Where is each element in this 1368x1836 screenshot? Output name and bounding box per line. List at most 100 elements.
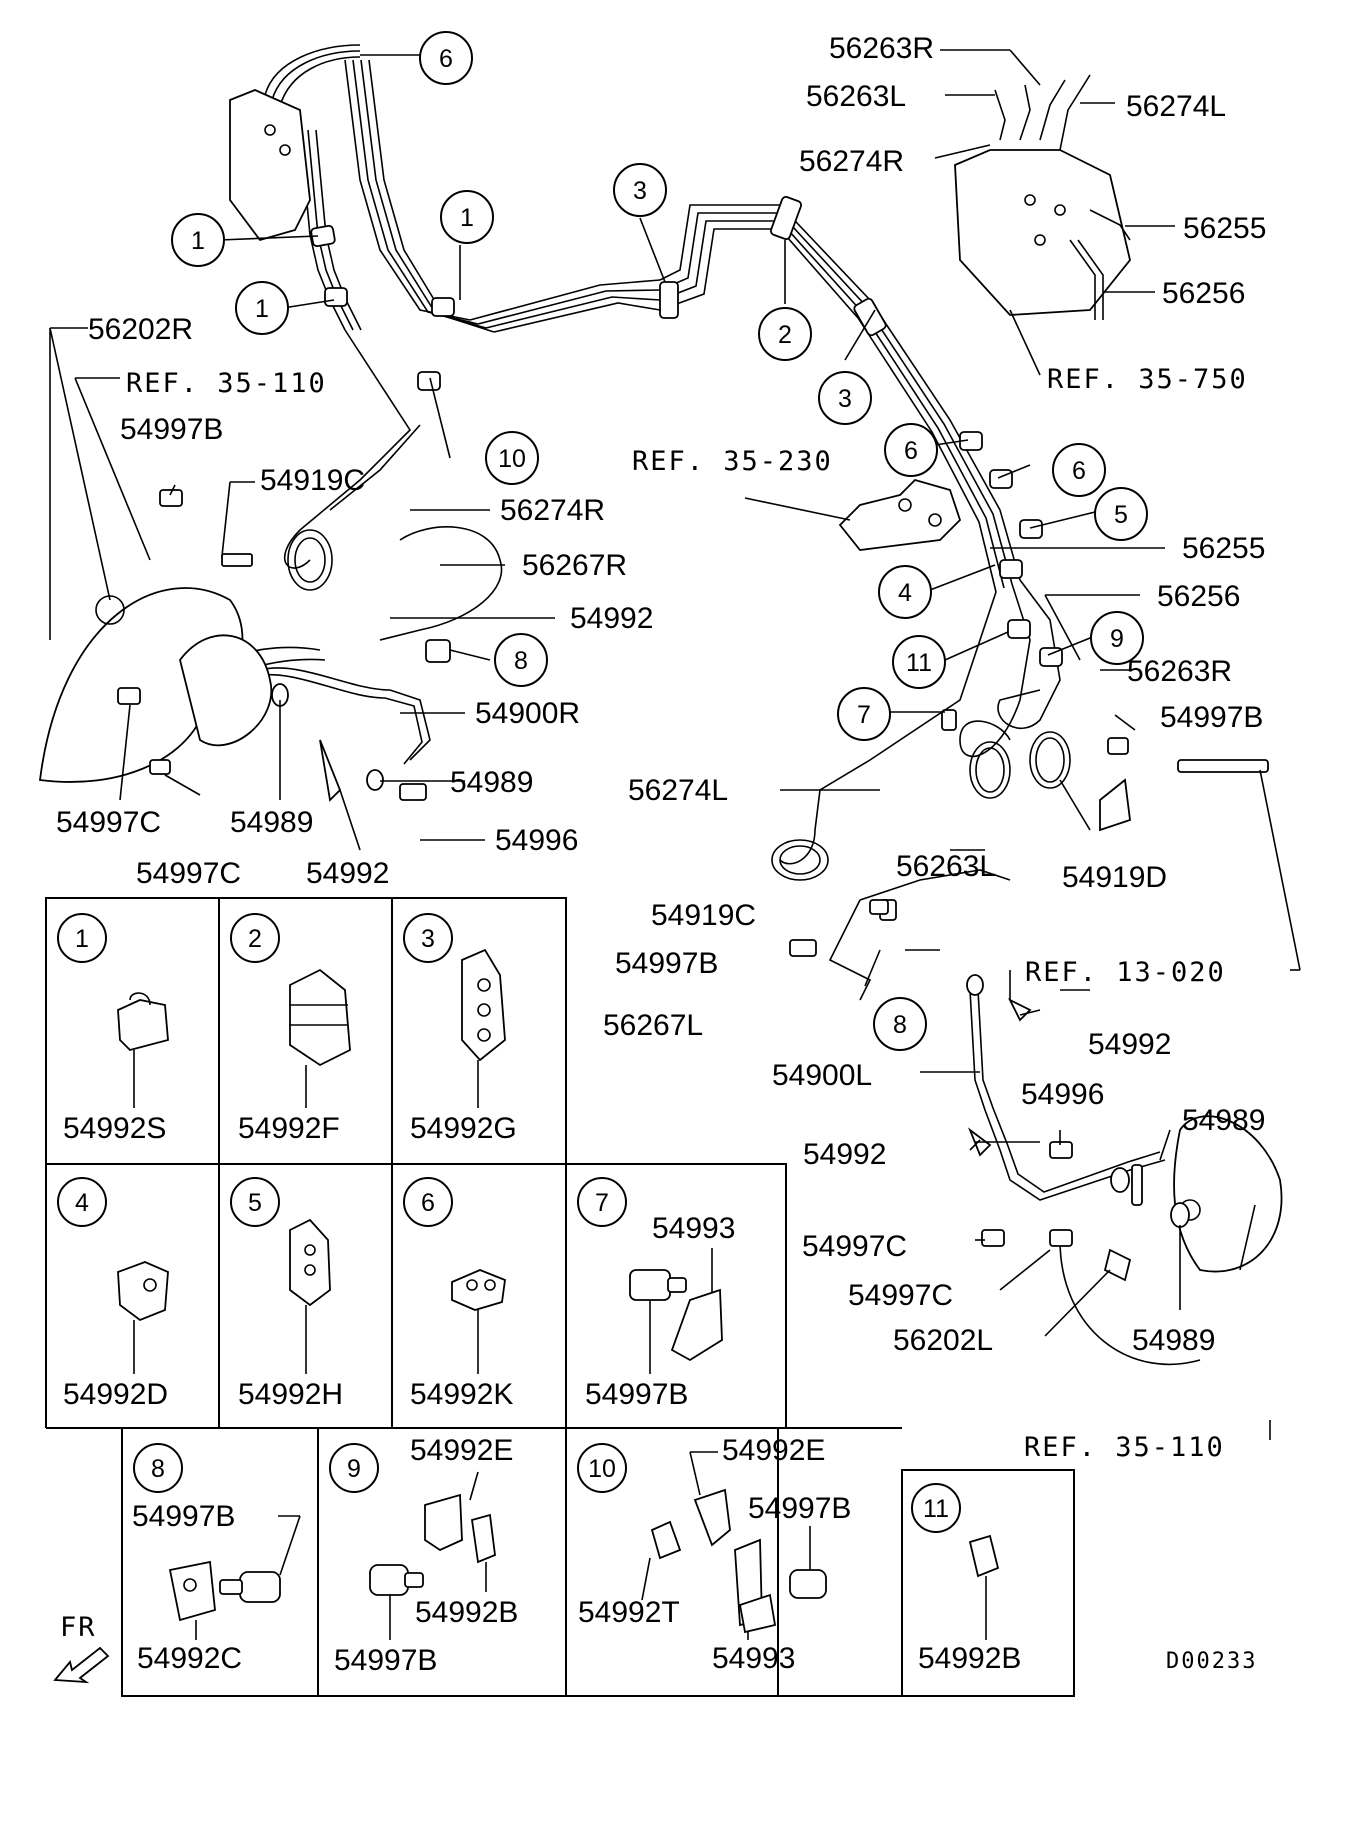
label-56255-top: 56255 bbox=[1183, 212, 1266, 245]
svg-text:4: 4 bbox=[75, 1189, 89, 1217]
label-56274L-mid: 56274L bbox=[628, 774, 728, 807]
label-54997B-left: 54997B bbox=[120, 413, 223, 446]
label-56256-mid: 56256 bbox=[1157, 580, 1240, 613]
legend-part-54997B-10: 54997B bbox=[748, 1492, 851, 1525]
legend-cell-2: 2 54992F bbox=[230, 913, 351, 1145]
label-54919C-left: 54919C bbox=[260, 464, 365, 497]
label-56263L-top: 56263L bbox=[806, 80, 906, 113]
label-56256-top: 56256 bbox=[1162, 277, 1245, 310]
legend-part-54992D: 54992D bbox=[63, 1378, 168, 1411]
pipe-coils bbox=[287, 529, 1071, 881]
svg-text:10: 10 bbox=[588, 1455, 616, 1483]
svg-text:7: 7 bbox=[595, 1189, 609, 1217]
label-54992-b: 54992 bbox=[306, 857, 389, 890]
legend-part-54997B-7: 54997B bbox=[585, 1378, 688, 1411]
legend-part-54992F: 54992F bbox=[238, 1112, 340, 1145]
svg-text:4: 4 bbox=[898, 579, 912, 607]
callout-10: 10 bbox=[485, 431, 539, 485]
callout-4: 4 bbox=[878, 565, 932, 619]
label-ref-35-110-bottom: REF. 35-110 bbox=[1024, 1432, 1225, 1463]
label-54900L: 54900L bbox=[772, 1059, 872, 1092]
label-54992-right: 54992 bbox=[1088, 1028, 1171, 1061]
front-direction-marker: FR bbox=[53, 1612, 110, 1684]
label-54992-mid: 54992 bbox=[570, 602, 653, 635]
svg-text:FR: FR bbox=[60, 1612, 97, 1643]
legend-cell-7: 7 54993 54997B bbox=[577, 1177, 735, 1411]
legend-part-54992S: 54992S bbox=[63, 1112, 166, 1145]
svg-text:6: 6 bbox=[439, 45, 453, 73]
label-ref-35-230: REF. 35-230 bbox=[632, 446, 833, 477]
callout-5: 5 bbox=[1094, 487, 1148, 541]
label-54989-b: 54989 bbox=[230, 806, 313, 839]
callout-2: 2 bbox=[758, 307, 812, 361]
legend-part-54992T: 54992T bbox=[578, 1596, 680, 1629]
svg-text:1: 1 bbox=[75, 925, 89, 953]
svg-text:8: 8 bbox=[514, 647, 528, 675]
svg-text:1: 1 bbox=[191, 227, 205, 255]
label-54919C-right: 54919C bbox=[651, 899, 756, 932]
leader-lines bbox=[49, 49, 1301, 1440]
svg-text:2: 2 bbox=[778, 321, 792, 349]
label-56274R-top: 56274R bbox=[799, 145, 904, 178]
legend-part-54997B-9: 54997B bbox=[334, 1644, 437, 1677]
brake-pipe-bundle bbox=[179, 44, 1166, 1201]
label-54997B-right: 54997B bbox=[1160, 701, 1263, 734]
label-54992-c: 54992 bbox=[803, 1138, 886, 1171]
label-56202R: 56202R bbox=[88, 313, 193, 346]
svg-text:9: 9 bbox=[1110, 625, 1124, 653]
svg-text:1: 1 bbox=[255, 295, 269, 323]
label-54996-left: 54996 bbox=[495, 824, 578, 857]
svg-text:6: 6 bbox=[1072, 457, 1086, 485]
label-54989-d: 54989 bbox=[1132, 1324, 1215, 1357]
legend-part-54992B-9: 54992B bbox=[415, 1596, 518, 1629]
label-54996-right: 54996 bbox=[1021, 1078, 1104, 1111]
legend-part-54997B-8: 54997B bbox=[132, 1500, 235, 1533]
label-56267R: 56267R bbox=[522, 549, 627, 582]
label-54919D: 54919D bbox=[1062, 861, 1167, 894]
label-56255-mid: 56255 bbox=[1182, 532, 1265, 565]
legend-cell-3: 3 54992G bbox=[403, 913, 517, 1145]
callout-6-top: 6 bbox=[419, 31, 473, 85]
callout-9: 9 bbox=[1090, 611, 1144, 665]
svg-text:3: 3 bbox=[633, 177, 647, 205]
legend-cell-4: 4 54992D bbox=[57, 1177, 169, 1411]
label-56263L-mid: 56263L bbox=[896, 850, 996, 883]
backing-plate-left bbox=[38, 587, 273, 783]
label-54989-a: 54989 bbox=[450, 766, 533, 799]
legend-cell-8: 8 54997B 54992C bbox=[132, 1443, 301, 1675]
label-56274L-top: 56274L bbox=[1126, 90, 1226, 123]
label-54989-c: 54989 bbox=[1182, 1104, 1265, 1137]
legend-cell-10: 10 54992E 54997B 54992T 54993 bbox=[577, 1434, 851, 1675]
svg-text:10: 10 bbox=[498, 445, 526, 473]
svg-text:11: 11 bbox=[906, 649, 932, 677]
svg-text:6: 6 bbox=[904, 437, 918, 465]
svg-text:5: 5 bbox=[1114, 501, 1128, 529]
label-ref-13-020: REF. 13-020 bbox=[1025, 957, 1226, 988]
callout-8-a: 8 bbox=[494, 633, 548, 687]
label-54997C-a: 54997C bbox=[56, 806, 161, 839]
legend-cell-11: 11 54992B bbox=[911, 1483, 1021, 1675]
abs-unit-top-left bbox=[229, 89, 311, 242]
svg-text:9: 9 bbox=[347, 1455, 361, 1483]
label-54997B-mid: 54997B bbox=[615, 947, 718, 980]
part-labels: 56263R 56263L 56274L 56274R 56255 56256 … bbox=[56, 32, 1266, 1463]
callout-1-b: 1 bbox=[440, 190, 494, 244]
svg-text:6: 6 bbox=[421, 1189, 435, 1217]
legend-cell-5: 5 54992H bbox=[230, 1177, 343, 1411]
svg-text:1: 1 bbox=[460, 204, 474, 232]
callout-3-b: 3 bbox=[818, 371, 872, 425]
legend-part-54993-10: 54993 bbox=[712, 1642, 795, 1675]
callout-7: 7 bbox=[837, 687, 891, 741]
legend-cell-9: 9 54992E 54992B 54997B bbox=[329, 1434, 518, 1677]
legend-part-54992E-10: 54992E bbox=[722, 1434, 825, 1467]
svg-text:11: 11 bbox=[923, 1495, 949, 1523]
valve-ref-35-230 bbox=[838, 478, 962, 551]
svg-text:3: 3 bbox=[421, 925, 435, 953]
clamp-legend: 1 54992S 2 54992F 3 54992G 4 bbox=[45, 897, 1075, 1697]
legend-part-54992E-9: 54992E bbox=[410, 1434, 513, 1467]
callout-6-c: 6 bbox=[1052, 443, 1106, 497]
svg-text:8: 8 bbox=[893, 1011, 907, 1039]
svg-text:8: 8 bbox=[151, 1455, 165, 1483]
svg-text:2: 2 bbox=[248, 925, 262, 953]
